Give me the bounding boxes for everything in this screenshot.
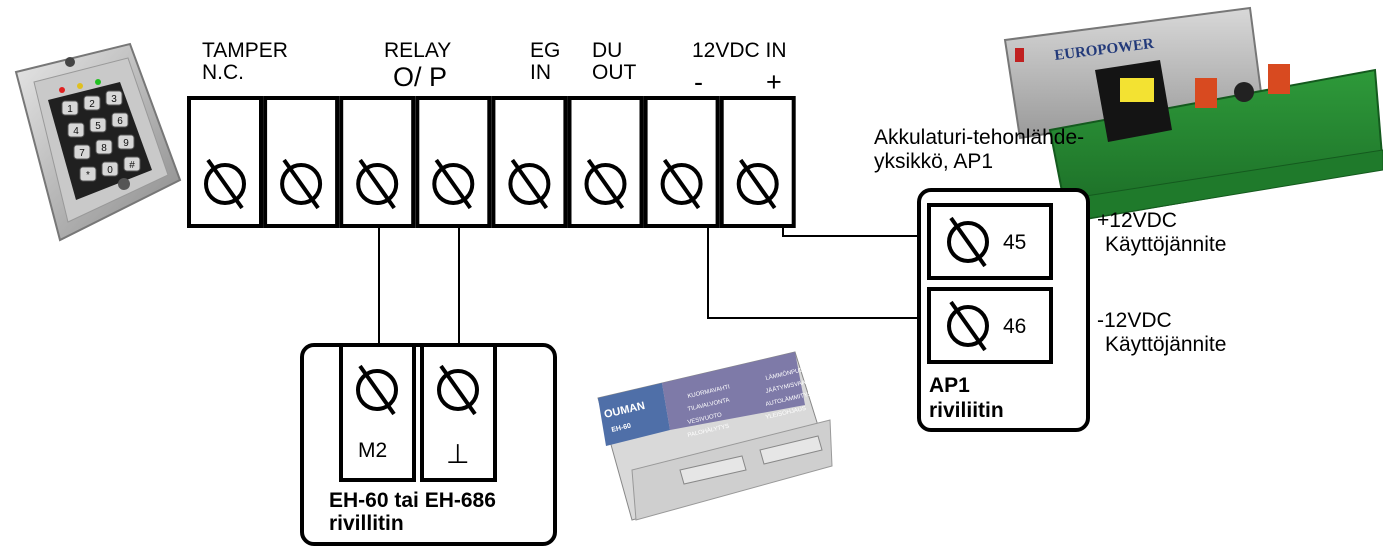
- top-terminal-5: [491, 96, 568, 228]
- keypad-key: [79, 166, 97, 182]
- keypad-key-label: 3: [111, 94, 117, 105]
- ap1-block-title-line1: AP1: [929, 374, 970, 397]
- terminal-46-label: 46: [1003, 315, 1027, 338]
- keypad-key-label: 7: [79, 148, 85, 159]
- ap1-block-title-line2: riviliitin: [929, 399, 1004, 422]
- terminal-ground-label: ⊥: [446, 439, 470, 469]
- top-terminal-3: [339, 96, 416, 228]
- top-terminal-4: [415, 96, 492, 228]
- keypad-key: [101, 161, 119, 177]
- keypad-key-label: 5: [95, 121, 101, 132]
- neg-volt-label: -12VDC: [1097, 309, 1172, 332]
- keypad-key-label: 2: [89, 99, 95, 110]
- eh-terminal-ground: [420, 343, 497, 482]
- keypad-key-label: 9: [123, 138, 129, 149]
- battery-psu-device: [1003, 6, 1383, 224]
- keypad-keys: 1 2 3 4 5 6 7 8 9 * 0 #: [61, 90, 141, 182]
- eh60-model-label: EH-60: [611, 423, 632, 434]
- wires: [378, 226, 928, 345]
- keypad-key: [61, 100, 79, 116]
- eh60-device: [597, 351, 833, 521]
- terminal-m2-label: M2: [358, 439, 388, 462]
- relay-op-label: O/ P: [393, 62, 448, 92]
- keypad-key-label: 4: [73, 126, 79, 137]
- top-terminal-6: [567, 96, 644, 228]
- keypad-key: [67, 122, 85, 138]
- terminal-45-label: 45: [1003, 231, 1027, 254]
- tamper-label: TAMPER: [202, 39, 288, 62]
- relay-label: RELAY: [384, 39, 452, 62]
- keypad-key: [89, 117, 107, 133]
- eh-block-title-line1: EH-60 tai EH-686: [329, 489, 496, 512]
- ap1-caption-line2: yksikkö, AP1: [874, 150, 994, 173]
- wire-plus-to-45: [782, 226, 928, 237]
- keypad-key: [123, 156, 141, 172]
- keypad-key-label: 6: [117, 116, 123, 127]
- du-label: DU: [592, 39, 623, 62]
- pos-desc-label: Käyttöjännite: [1105, 233, 1227, 256]
- neg-desc-label: Käyttöjännite: [1105, 333, 1227, 356]
- keypad-key-label: 0: [107, 165, 113, 176]
- top-terminal-8: [719, 96, 796, 228]
- wire-minus-to-46: [707, 226, 928, 319]
- keypad-key: [83, 95, 101, 111]
- keypad-key: [73, 144, 91, 160]
- pos-volt-label: +12VDC: [1097, 209, 1177, 232]
- minus-label: -: [694, 67, 703, 97]
- eh-block-title-line2: rivillitin: [329, 512, 404, 535]
- keypad-key: [95, 139, 113, 155]
- out-label: OUT: [592, 61, 637, 84]
- 12vdc-in-label: 12VDC IN: [692, 39, 787, 62]
- plus-label: +: [766, 67, 782, 97]
- eh-terminal-m2: [339, 343, 416, 482]
- keypad-key: [105, 90, 123, 106]
- keypad-key-label: *: [86, 170, 90, 181]
- top-terminal-1: [187, 96, 263, 228]
- eg-label: EG: [530, 39, 561, 62]
- nc-label: N.C.: [202, 61, 244, 84]
- top-terminal-strip: [187, 96, 796, 228]
- keypad-key: [117, 134, 135, 150]
- ap1-caption-line1: Akkulaturi-tehonlähde-: [874, 126, 1085, 149]
- keypad-key: [111, 112, 129, 128]
- top-terminal-7: [643, 96, 720, 228]
- top-terminal-2: [263, 96, 340, 228]
- keypad-key-label: 8: [101, 143, 107, 154]
- keypad-key-label: #: [129, 160, 135, 171]
- in-label: IN: [530, 61, 551, 84]
- keypad-key-label: 1: [67, 104, 73, 115]
